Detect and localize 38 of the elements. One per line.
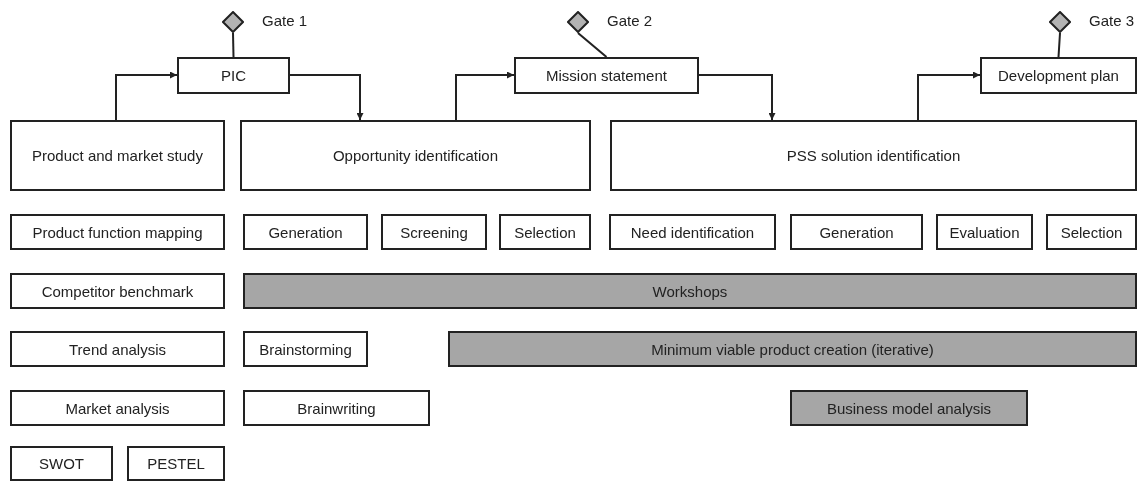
gate-diamond	[222, 11, 244, 33]
activity-bar: Minimum viable product creation (iterative)	[448, 331, 1137, 367]
gate-diamond	[1049, 11, 1071, 33]
process-box: Screening	[381, 214, 487, 250]
process-box: Opportunity identification	[240, 120, 591, 191]
arrow	[917, 71, 981, 121]
activity-bar: Business model analysis	[790, 390, 1028, 426]
process-box: Generation	[790, 214, 923, 250]
gate-label: Gate 1	[262, 12, 308, 29]
process-box: Evaluation	[936, 214, 1033, 250]
process-box: Brainwriting	[243, 390, 430, 426]
gate-label: Gate 3	[1089, 12, 1135, 29]
activity-bar: Workshops	[243, 273, 1137, 309]
process-box: Need identification	[609, 214, 776, 250]
process-box: Product and market study	[10, 120, 225, 191]
arrow	[698, 74, 776, 121]
gate-label: Gate 2	[607, 12, 653, 29]
process-box: PIC	[177, 57, 290, 94]
arrow	[115, 71, 178, 121]
process-box: Market analysis	[10, 390, 225, 426]
process-box: Development plan	[980, 57, 1137, 94]
connector-line	[232, 32, 235, 58]
process-box: Generation	[243, 214, 368, 250]
arrow	[289, 74, 364, 121]
process-box: Product function mapping	[10, 214, 225, 250]
process-box: PESTEL	[127, 446, 225, 481]
process-box: Competitor benchmark	[10, 273, 225, 309]
gate-diamond	[567, 11, 589, 33]
connector-line	[577, 32, 608, 58]
process-box: Selection	[1046, 214, 1137, 250]
process-box: Trend analysis	[10, 331, 225, 367]
arrow	[455, 71, 515, 121]
process-box: Brainstorming	[243, 331, 368, 367]
connector-line	[1057, 32, 1061, 58]
process-box: Selection	[499, 214, 591, 250]
process-box: PSS solution identification	[610, 120, 1137, 191]
process-box: SWOT	[10, 446, 113, 481]
process-box: Mission statement	[514, 57, 699, 94]
